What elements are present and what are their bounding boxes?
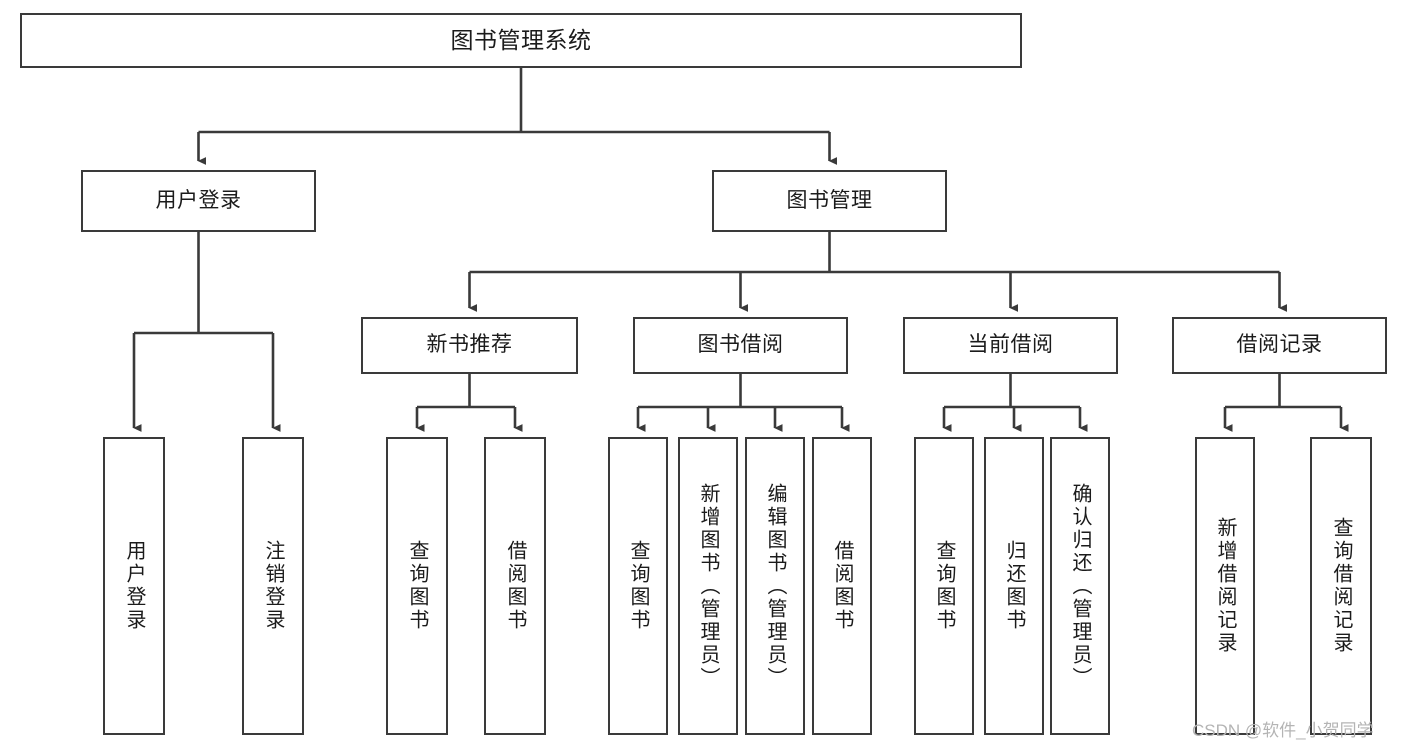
node-label: 用户登录 <box>155 188 242 212</box>
node-label: 图书管理系统 <box>450 27 592 54</box>
node-label: 查询图书 <box>406 540 428 632</box>
node-leaf-return-book[interactable]: 归还图书 <box>984 437 1044 735</box>
node-book-borrow[interactable]: 图书借阅 <box>633 317 848 374</box>
node-label: 查询借阅记录 <box>1330 517 1352 655</box>
node-label: 借阅图书 <box>504 540 526 632</box>
node-label: 编辑图书（管理员） <box>764 482 786 690</box>
node-label: 新增图书（管理员） <box>697 482 719 690</box>
node-leaf-edit-book[interactable]: 编辑图书（管理员） <box>745 437 805 735</box>
node-label: 新书推荐 <box>426 333 513 357</box>
node-label: 图书借阅 <box>697 333 784 357</box>
node-label: 注销登录 <box>262 540 284 632</box>
node-label: 确认归还（管理员） <box>1069 482 1091 690</box>
node-leaf-query-record[interactable]: 查询借阅记录 <box>1310 437 1372 735</box>
node-leaf-query-book-rec[interactable]: 查询图书 <box>386 437 448 735</box>
node-user-login[interactable]: 用户登录 <box>81 170 316 232</box>
node-leaf-query-book[interactable]: 查询图书 <box>608 437 668 735</box>
node-leaf-confirm-return[interactable]: 确认归还（管理员） <box>1050 437 1110 735</box>
node-label: 借阅记录 <box>1236 333 1323 357</box>
node-new-book-rec[interactable]: 新书推荐 <box>361 317 578 374</box>
node-leaf-add-record[interactable]: 新增借阅记录 <box>1195 437 1255 735</box>
node-root[interactable]: 图书管理系统 <box>20 13 1022 68</box>
csdn-watermark: CSDN @软件_小贺同学 <box>1192 721 1374 740</box>
node-label: 借阅图书 <box>831 540 853 632</box>
node-label: 归还图书 <box>1003 540 1025 632</box>
node-label: 新增借阅记录 <box>1214 517 1236 655</box>
node-borrow-record[interactable]: 借阅记录 <box>1172 317 1387 374</box>
node-label: 用户登录 <box>123 540 145 632</box>
node-label: 当前借阅 <box>967 333 1054 357</box>
node-leaf-add-book[interactable]: 新增图书（管理员） <box>678 437 738 735</box>
node-label: 图书管理 <box>786 188 873 212</box>
node-label: 查询图书 <box>933 540 955 632</box>
node-label: 查询图书 <box>627 540 649 632</box>
node-book-manage[interactable]: 图书管理 <box>712 170 947 232</box>
node-current-borrow[interactable]: 当前借阅 <box>903 317 1118 374</box>
node-leaf-borrow-book-rec[interactable]: 借阅图书 <box>484 437 546 735</box>
node-leaf-query-current[interactable]: 查询图书 <box>914 437 974 735</box>
node-leaf-user-login[interactable]: 用户登录 <box>103 437 165 735</box>
node-leaf-borrow-book[interactable]: 借阅图书 <box>812 437 872 735</box>
node-leaf-logout[interactable]: 注销登录 <box>242 437 304 735</box>
connector-lines <box>132 68 1349 432</box>
